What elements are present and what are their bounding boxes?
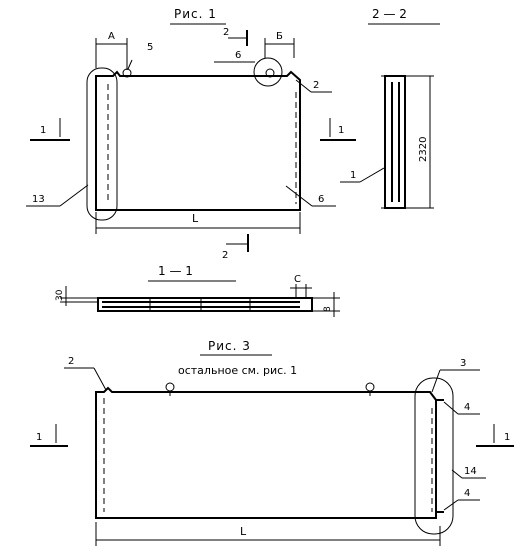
section-2-2: 2 — 2 1 2320 [340,7,440,209]
fig3-label-14: 14 [464,466,477,477]
fig1-label-2: 2 [313,80,319,91]
fig3-lift-loop-right [365,382,375,392]
fig1-label-section2-top: 2 [223,27,229,38]
fig3-lift-loop-left [165,382,175,392]
fig3-leader-14 [451,469,463,479]
fig1-detail-circle-6 [253,57,283,87]
fig3-label-2: 2 [68,356,74,367]
fig3-leader-3 [431,369,441,393]
fig3-label-4-bottom: 4 [464,488,470,499]
fig3-panel-outline [95,386,437,519]
section11-outline [97,297,313,312]
section11-dim-8: 8 [323,306,333,312]
fig3-leader-2 [93,367,107,391]
fig1-leader-13 [59,184,89,207]
fig3-label-L: L [240,525,247,538]
fig1-label-section2-bottom: 2 [222,250,228,261]
fig1-title: Рис. 1 [174,7,217,21]
fig3-label-3: 3 [460,358,466,369]
fig1-panel-outline [95,70,301,211]
fig1-end-zone-oval [86,67,118,221]
section11-dim-30: 30 [55,289,65,301]
fig1-label-13: 13 [32,194,45,205]
section22-leader-1 [359,167,385,183]
fig1-label-A: А [108,31,115,42]
fig1-label-1-right: 1 [338,125,344,136]
fig3-note: остальное см. рис. 1 [178,364,297,377]
section-1-1: 1 — 1 30 С 8 [55,264,340,317]
section22-label-1: 1 [350,170,356,181]
figure-3: Рис. 3 остальное см. рис. 1 2 3 4 1 [30,339,514,546]
figure-1: Рис. 1 А 5 Б 2 6 2 [26,7,356,261]
fig3-label-1-left: 1 [36,432,42,443]
fig1-label-6-top: 6 [235,50,241,61]
fig3-title: Рис. 3 [208,339,251,353]
section22-title: 2 — 2 [372,7,407,21]
fig3-leader-4-bottom [443,499,459,511]
fig1-label-B: Б [276,31,283,42]
fig1-label-L: L [192,212,199,225]
fig1-leader-6 [285,185,313,207]
fig1-leader-5 [127,59,133,70]
fig1-lift-loop-right [265,68,275,78]
fig3-end-zone-oval [414,377,454,535]
fig1-label-6: 6 [318,194,324,205]
fig3-leader-4-top [443,401,459,415]
section11-label-C: С [294,274,301,285]
section11-title: 1 — 1 [158,264,193,278]
section22-dim: 2320 [418,137,429,162]
fig3-label-1-right: 1 [504,432,510,443]
section22-outline [384,75,406,209]
fig1-leader-2 [295,79,312,93]
fig1-label-5: 5 [147,42,153,53]
fig1-label-1-left: 1 [40,125,46,136]
fig3-label-4-top: 4 [464,402,470,413]
